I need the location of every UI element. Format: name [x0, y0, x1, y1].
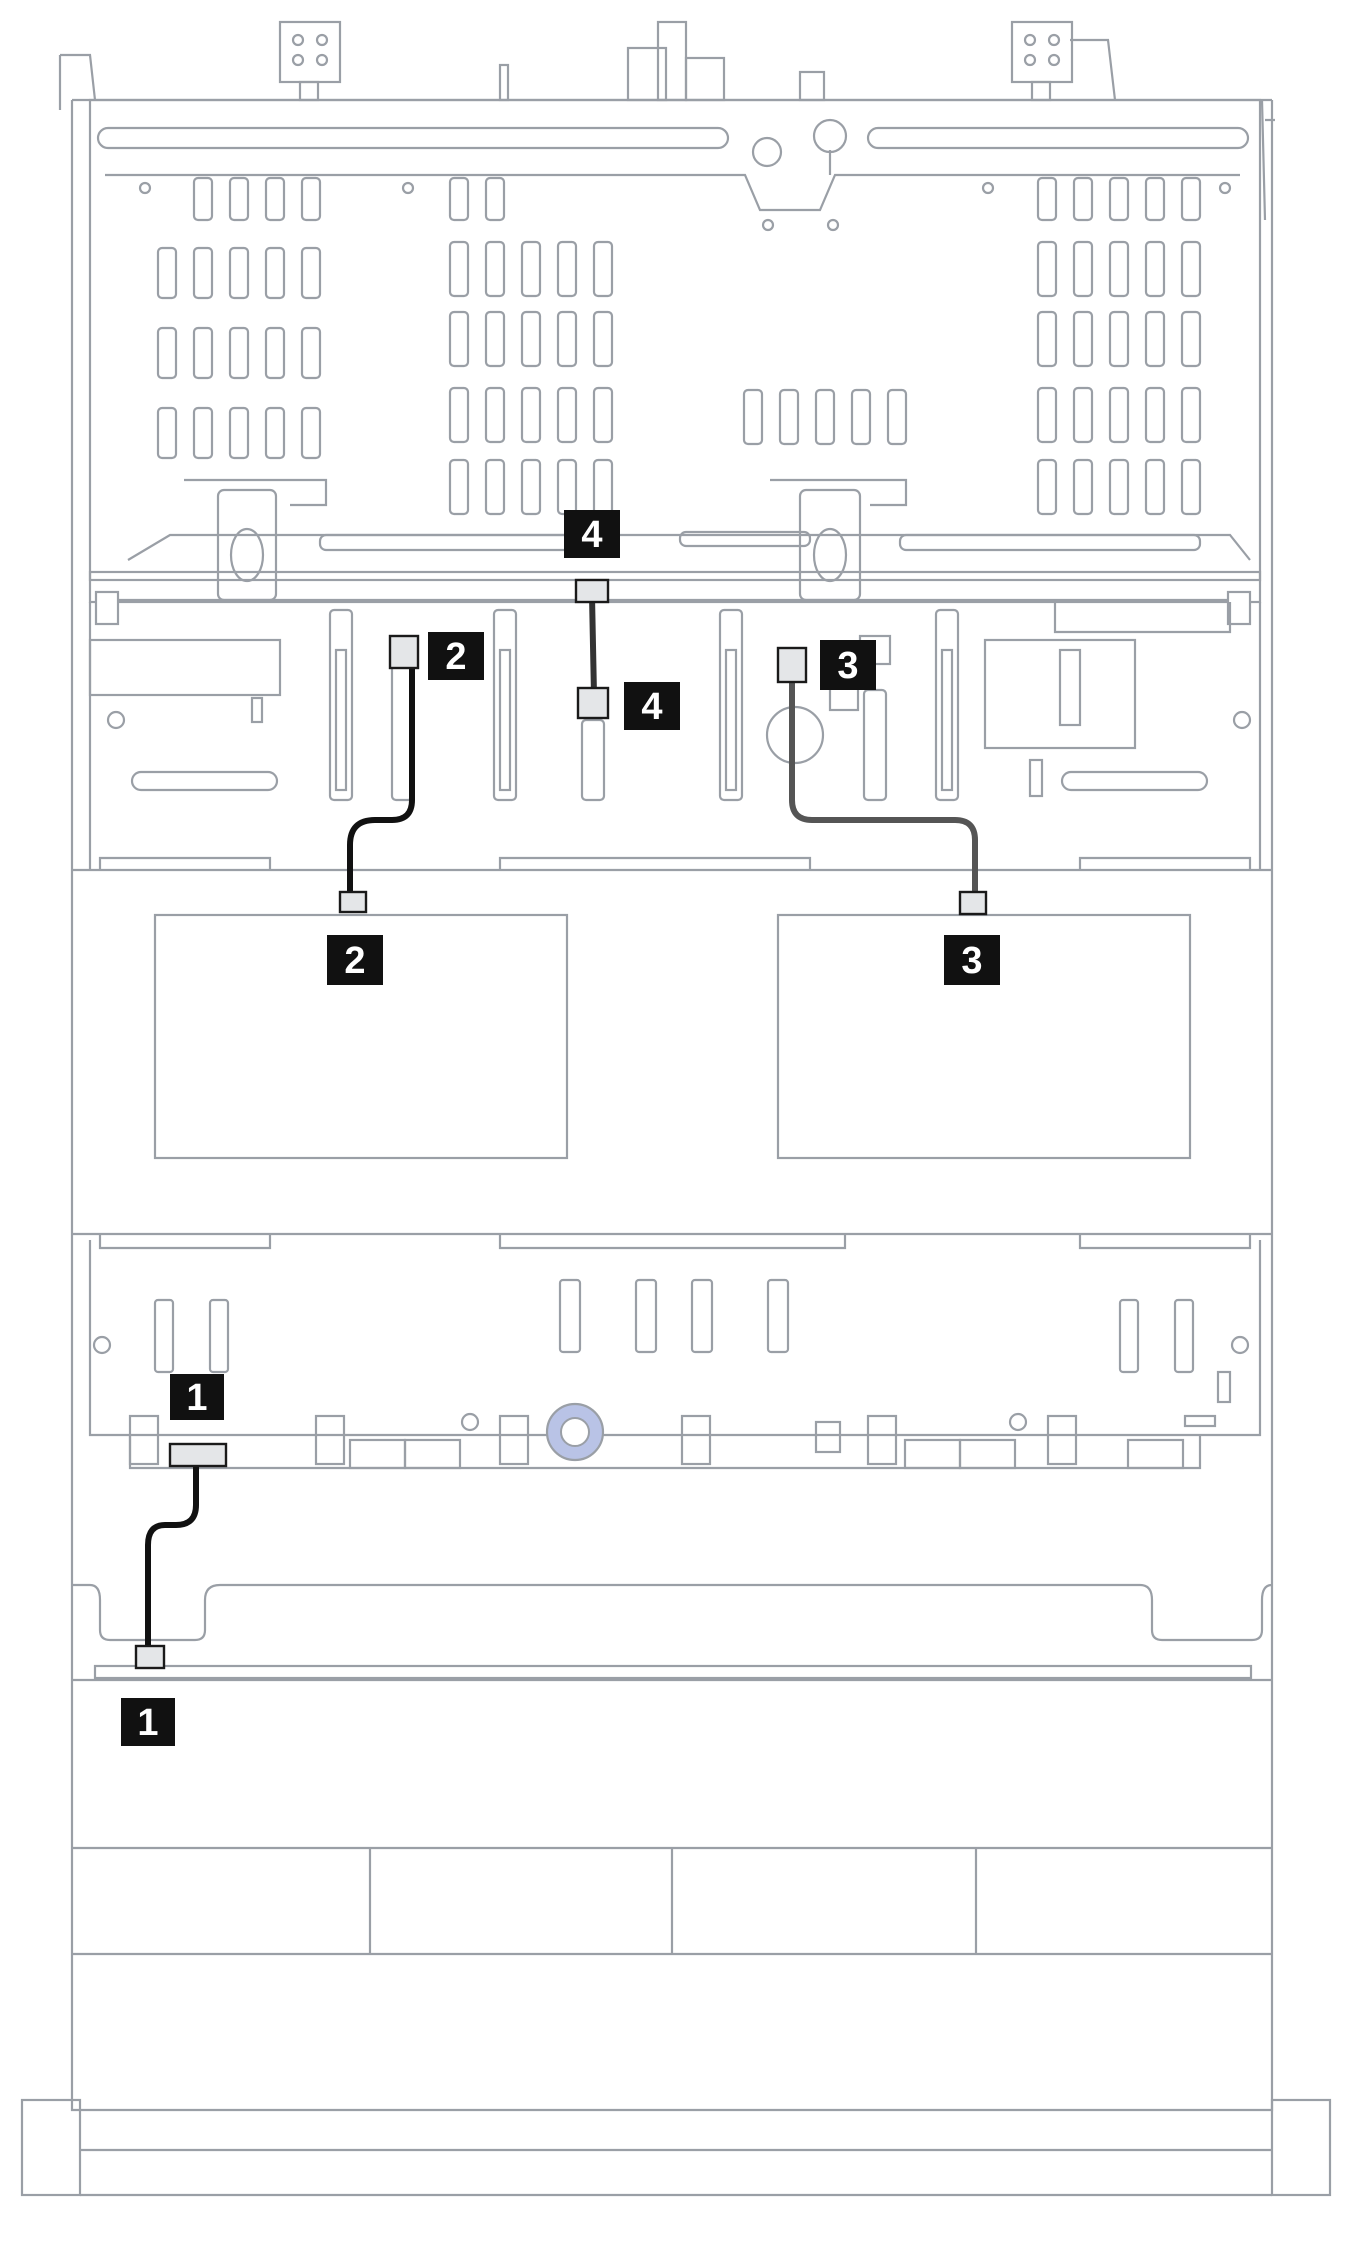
cable-3-connector-riser: [776, 646, 808, 684]
cable-1: [134, 1442, 228, 1670]
callout-1-motherboard: 1: [170, 1374, 224, 1420]
callout-1-motherboard-label: 1: [186, 1377, 207, 1419]
processor-area: [72, 868, 1272, 1236]
gpu-cage: [88, 98, 1262, 602]
cable-3: [776, 646, 988, 916]
cable-4-connector-top: [574, 578, 610, 604]
callout-4-top-label: 4: [581, 514, 602, 556]
callout-1-backplane: 1: [121, 1698, 175, 1746]
chassis-outline: [20, 53, 1332, 2197]
callout-3-processor-label: 3: [961, 940, 982, 982]
callout-3-riser: 3: [820, 640, 876, 690]
cable-1-connector-motherboard: [168, 1442, 228, 1468]
callout-3-riser-label: 3: [837, 645, 858, 687]
callout-2-processor-label: 2: [344, 940, 365, 982]
top-mount-tabs: [278, 20, 1117, 102]
callout-2-riser: 2: [428, 632, 484, 680]
front-drive-bay: [72, 1583, 1273, 1956]
cable-1-connector-backplane: [134, 1644, 166, 1670]
riser-bracket: [88, 570, 1262, 626]
cable-3-connector-processor: [958, 890, 988, 916]
callout-4-top: 4: [564, 510, 620, 558]
motherboard-upper: [88, 602, 1262, 870]
vent-slots: [156, 176, 1202, 516]
motherboard-lower: [88, 1234, 1262, 1470]
cable-2-connector-riser: [388, 634, 420, 670]
callout-4-bottom-label: 4: [641, 686, 662, 728]
cable-4-connector-bottom: [576, 686, 610, 720]
callout-3-processor: 3: [944, 935, 1000, 985]
callout-4-bottom: 4: [624, 682, 680, 730]
callout-2-riser-label: 2: [445, 636, 466, 678]
callout-1-backplane-label: 1: [137, 1702, 158, 1744]
cable-4: [574, 578, 610, 720]
callout-2-processor: 2: [327, 935, 383, 985]
cable-2: [338, 634, 420, 914]
cable-2-connector-processor: [338, 890, 368, 914]
